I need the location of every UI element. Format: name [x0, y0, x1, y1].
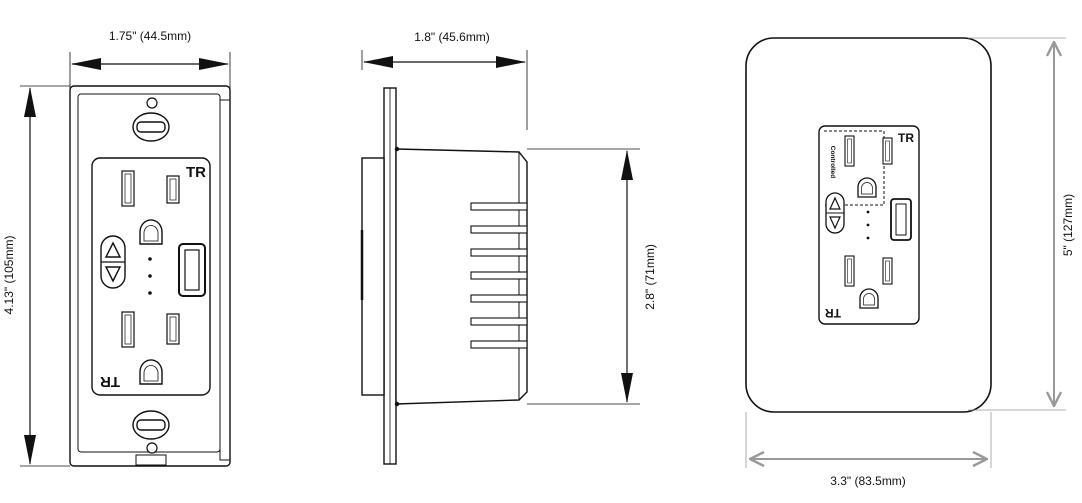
front-lower-receptacle: [121, 311, 180, 385]
front-bottom-screw: [132, 410, 170, 466]
plate-controlled-label: Controlled: [829, 146, 836, 179]
plate-upper-receptacle: [844, 135, 893, 198]
plate-lower-receptacle: [844, 255, 893, 309]
plate-view: 5" (127mm) 3.3" (83.5mm) TR TR Controlle…: [745, 37, 1075, 488]
side-body-height-label: 2.8" (71mm): [643, 244, 657, 310]
plate-tr-marking-bottom: TR: [825, 306, 841, 320]
side-depth-label: 1.8" (45.6mm): [414, 30, 490, 44]
plate-width-dimension: 3.3" (83.5mm): [745, 412, 992, 488]
plate-down-arrow-icon: [829, 216, 841, 230]
plate-width-label: 3.3" (83.5mm): [830, 474, 906, 488]
side-view: 1.8" (45.6mm) 2.8" (71mm): [360, 30, 657, 465]
front-indicator-dots: [148, 257, 152, 295]
plate-tr-marking-top: TR: [898, 131, 914, 145]
front-width-label: 1.75" (44.5mm): [109, 29, 191, 43]
front-up-arrow-icon: [104, 241, 122, 258]
front-height-label: 4.13" (105mm): [2, 236, 16, 315]
side-depth-dimension: 1.8" (45.6mm): [361, 30, 528, 130]
front-down-arrow-icon: [104, 266, 122, 283]
front-usb-port: [178, 243, 206, 297]
front-tr-marking-top: TR: [186, 164, 206, 181]
side-face-protrusion: [361, 157, 385, 396]
plate-usb-port: [890, 198, 912, 241]
plate-indicator-dots: [866, 210, 870, 240]
plate-height-label: 5" (127mm): [1061, 194, 1075, 256]
side-housing-fins: [470, 202, 528, 349]
front-tr-marking-bottom: TR: [100, 373, 120, 390]
front-width-dimension: 1.75" (44.5mm): [69, 29, 231, 90]
front-height-dimension: 4.13" (105mm): [2, 85, 70, 467]
side-body-height-dimension: 2.8" (71mm): [527, 148, 657, 405]
plate-controlled-region: [824, 130, 885, 206]
front-view: 1.75" (44.5mm) 4.13" (105mm) TR T: [2, 29, 231, 467]
plate-dimmer-control: [825, 192, 845, 234]
front-upper-receptacle: [121, 170, 180, 245]
front-dimmer-control: [100, 235, 126, 289]
front-yoke-side-rail: [219, 99, 231, 461]
plate-height-dimension: 5" (127mm): [968, 37, 1075, 411]
front-top-screw: [132, 97, 170, 142]
plate-up-arrow-icon: [829, 196, 841, 210]
